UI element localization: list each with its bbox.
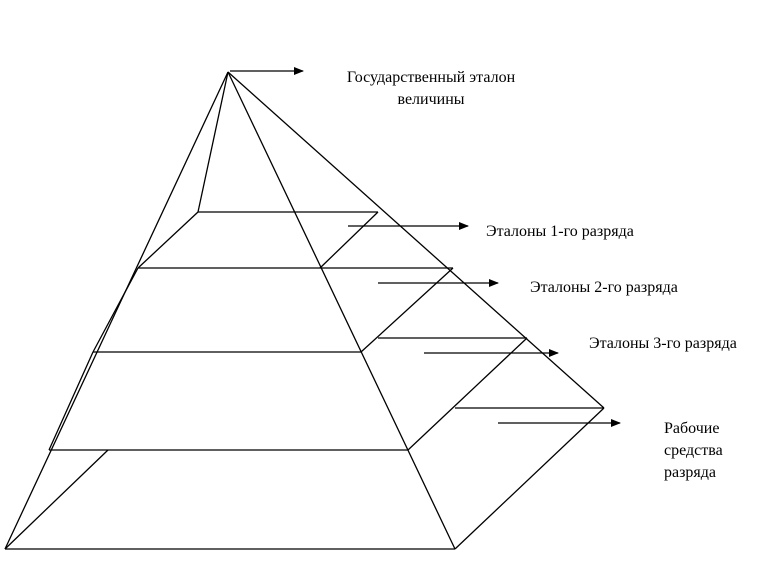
- pyramid-edges: [4, 71, 605, 550]
- label-apex-line1: Государственный эталон: [347, 69, 516, 86]
- slice-level-2: [92, 267, 454, 353]
- label-level-3: Эталоны 3-го разряда: [589, 335, 737, 352]
- labels: Государственный эталон величины Эталоны …: [347, 69, 737, 481]
- edge-back-right: [227, 71, 605, 409]
- edge-front-right: [227, 71, 456, 550]
- label-level-2: Эталоны 2-го разряда: [530, 279, 678, 296]
- slice-level-4: [4, 407, 605, 550]
- label-apex-line2: величины: [397, 91, 464, 108]
- label-level-1: Эталоны 1-го разряда: [486, 223, 634, 240]
- arrows: [230, 67, 621, 427]
- edge-front-left: [4, 71, 229, 550]
- slice-level-1: [137, 211, 379, 269]
- slice-level-3: [48, 337, 528, 451]
- label-working-line3: разряда: [664, 464, 716, 481]
- label-working-line1: Рабочие: [664, 420, 719, 437]
- edge-back-left: [197, 71, 229, 213]
- label-working-line2: средства: [664, 442, 723, 459]
